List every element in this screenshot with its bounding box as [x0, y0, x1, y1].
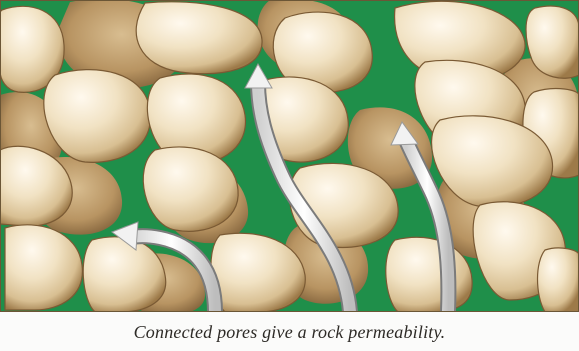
- pore-network-illustration: [0, 0, 579, 312]
- figure-caption: Connected pores give a rock permeability…: [0, 313, 579, 351]
